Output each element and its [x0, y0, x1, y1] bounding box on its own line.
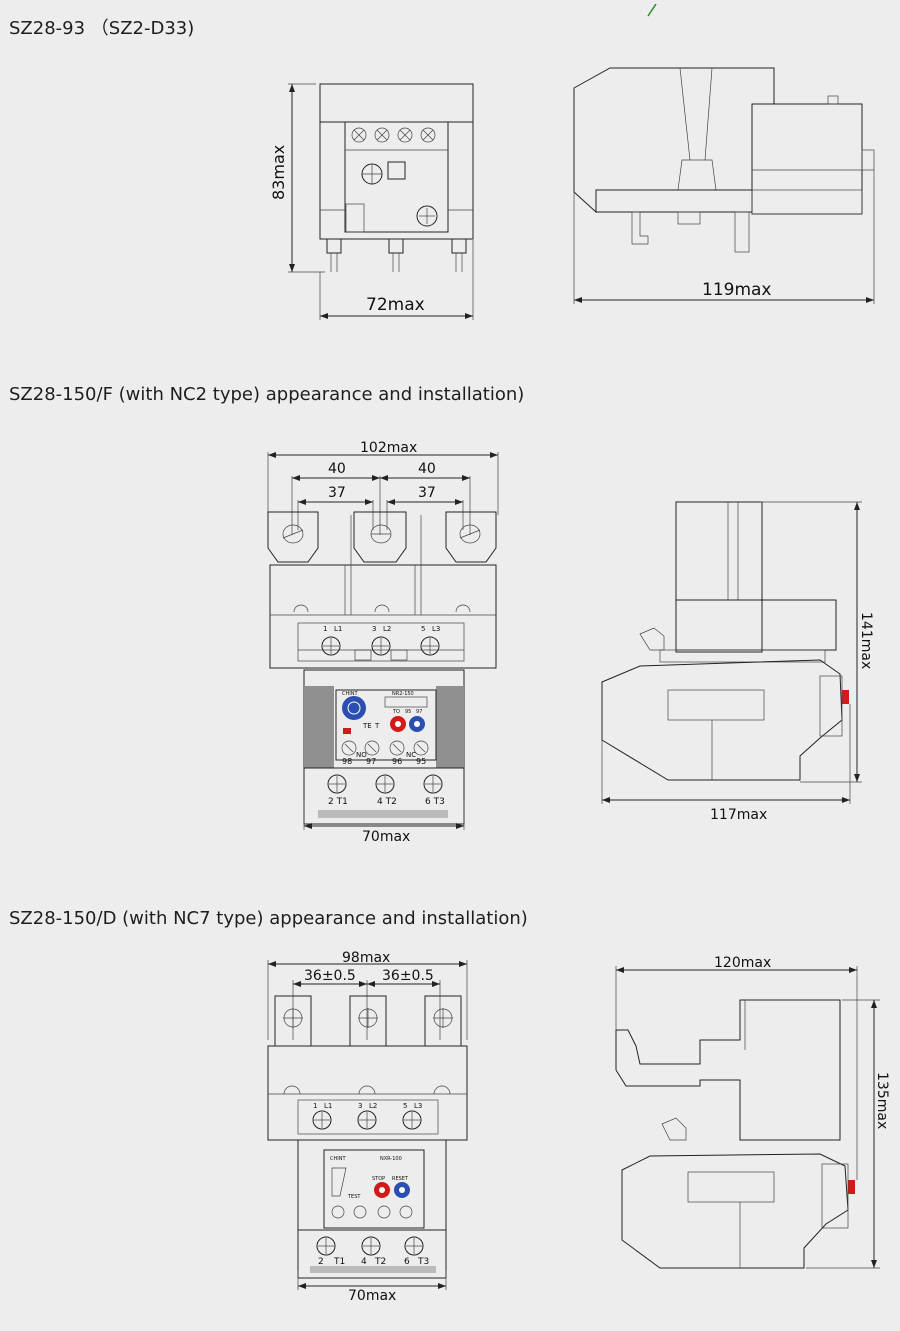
panel-97: 97	[416, 709, 422, 715]
s3-term-6: 6	[404, 1257, 410, 1267]
dim-120max-label: 120max	[714, 955, 771, 971]
panel-model: NR2-150	[392, 691, 414, 697]
s3-panel-stop: STOP	[372, 1176, 385, 1182]
front-view-sz28-150d	[267, 995, 468, 1279]
corner-mark	[647, 3, 657, 17]
dim-83max	[288, 83, 325, 273]
term-l1: L1	[334, 625, 342, 633]
dim-135max	[806, 999, 880, 1269]
dim-70max-sec2	[303, 800, 465, 830]
dim-70max-sec3	[297, 1270, 447, 1290]
dim-117max-label: 117max	[710, 807, 767, 823]
front-view-sz28-150f	[267, 511, 497, 825]
section-title-1: SZ28-93 （SZ2-D33)	[9, 18, 195, 39]
aux-97: 97	[366, 757, 376, 766]
dim-72max	[319, 240, 474, 320]
aux-no: NO	[356, 751, 367, 759]
panel-t: T	[374, 722, 380, 730]
section-title-2: SZ28-150/F (with NC2 type) appearance an…	[9, 384, 525, 405]
dim-141max-label: 141max	[858, 612, 874, 669]
dim-119max	[573, 170, 875, 304]
s3-panel-brand: CHINT	[330, 1156, 346, 1162]
dim-70max-sec2-label: 70max	[362, 829, 410, 845]
dim-98max-label: 98max	[342, 950, 390, 966]
panel-brand: CHINT	[342, 691, 358, 697]
dim-70max-sec3-label: 70max	[348, 1288, 396, 1304]
panel-95: 95	[405, 709, 411, 715]
term-3: 3	[372, 625, 376, 633]
side-view-sz28-150f	[601, 501, 849, 781]
section-title-3: SZ28-150/D (with NC7 type) appearance an…	[9, 908, 528, 929]
term-4t2: 4 T2	[377, 797, 397, 807]
dim-83max-label: 83max	[269, 145, 288, 200]
aux-95: 95	[416, 757, 426, 766]
dim-37-left-label: 37	[328, 485, 346, 501]
s3-term-l1: L1	[324, 1102, 332, 1110]
dim-135max-label: 135max	[874, 1072, 890, 1129]
term-1: 1	[323, 625, 327, 633]
dim-36-right-label: 36±0.5	[382, 968, 434, 984]
term-l2: L2	[383, 625, 391, 633]
dim-120max	[615, 966, 858, 1180]
s3-term-1: 1	[313, 1102, 317, 1110]
s3-term-5: 5	[403, 1102, 407, 1110]
term-2t1: 2 T1	[328, 797, 348, 807]
panel-to: TO	[392, 709, 400, 715]
term-l3: L3	[432, 625, 440, 633]
dim-40-right-label: 40	[418, 461, 436, 477]
side-view-sz28-150d	[615, 999, 855, 1269]
panel-te: TE	[362, 722, 372, 730]
side-view-sz28-93	[573, 67, 875, 253]
dim-40-left-label: 40	[328, 461, 346, 477]
dim-119max-label: 119max	[702, 280, 772, 300]
aux-96: 96	[392, 757, 402, 766]
dim-36-left-label: 36±0.5	[304, 968, 356, 984]
dim-72max-label: 72max	[366, 295, 425, 315]
dim-141max	[760, 501, 862, 783]
s3-panel-model: NXR-100	[380, 1156, 402, 1162]
dim-102max-label: 102max	[360, 440, 417, 456]
term-6t3: 6 T3	[425, 797, 445, 807]
dims-top-sec2	[267, 452, 499, 535]
aux-nc: NC	[406, 751, 416, 759]
front-view-sz28-93	[319, 83, 474, 272]
s3-panel-test: TEST	[347, 1194, 361, 1200]
s3-term-t2: T2	[374, 1257, 386, 1267]
dim-117max	[601, 704, 851, 804]
term-5: 5	[421, 625, 425, 633]
s3-term-3: 3	[358, 1102, 362, 1110]
aux-98: 98	[342, 757, 352, 766]
s3-term-t3: T3	[417, 1257, 429, 1267]
s3-term-4: 4	[361, 1257, 367, 1267]
dims-top-sec3	[267, 960, 468, 1040]
s3-term-l3: L3	[414, 1102, 422, 1110]
s3-term-l2: L2	[369, 1102, 377, 1110]
s3-term-t1: T1	[333, 1257, 345, 1267]
s3-term-2: 2	[318, 1257, 324, 1267]
dim-37-right-label: 37	[418, 485, 436, 501]
s3-panel-reset: RESET	[392, 1176, 409, 1182]
